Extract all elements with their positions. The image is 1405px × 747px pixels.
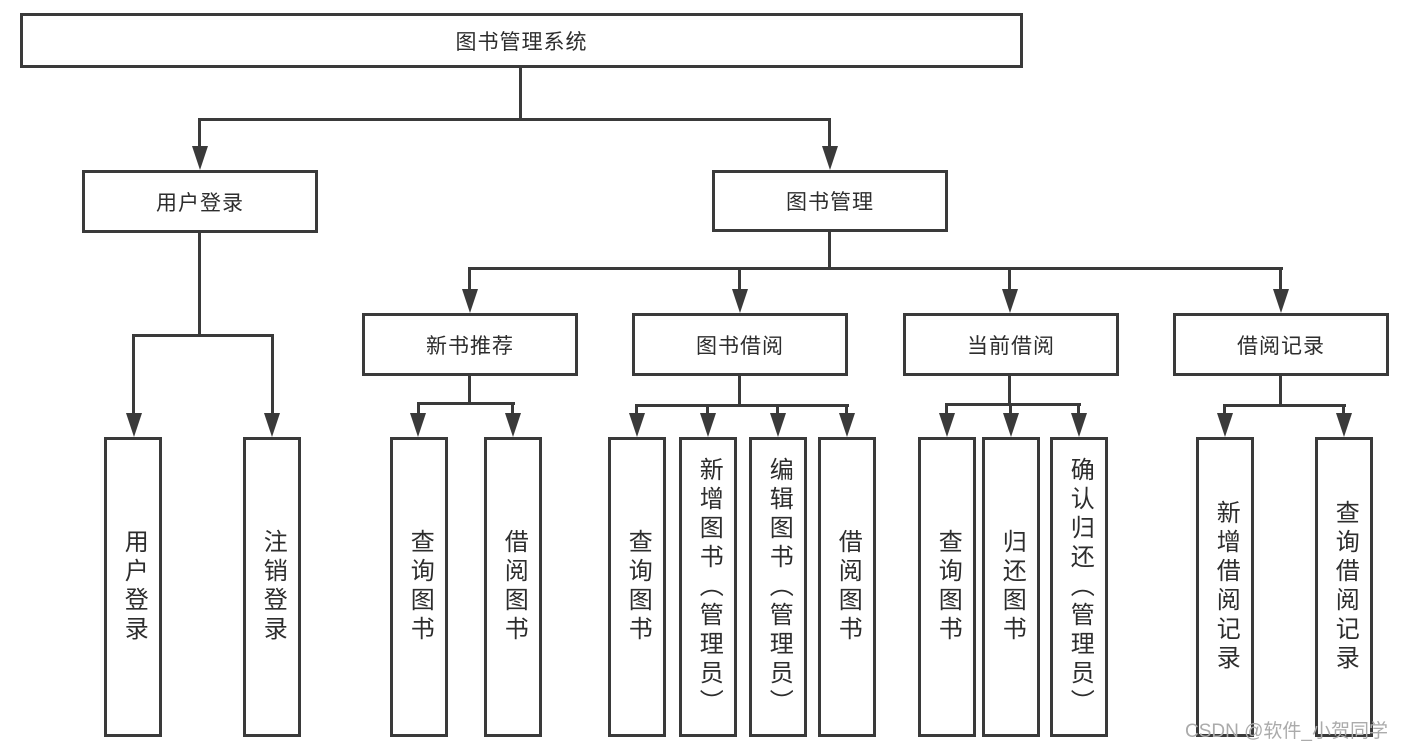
- leaf-edit-book-admin: 编辑图书（管理员）: [749, 437, 807, 737]
- arrowhead-edit-book: [770, 413, 786, 437]
- leaf-confirm-return-admin: 确认归还（管理员）: [1050, 437, 1108, 737]
- connector-stub-query-books-a: [417, 404, 420, 419]
- node-label: 图书管理系统: [455, 30, 588, 54]
- connector-new-book-horizontal: [417, 402, 515, 405]
- connector-stub-borrow-books-a: [511, 404, 514, 419]
- node-label: 用户登录: [156, 191, 244, 215]
- node-current-borrowing: 当前借阅: [903, 313, 1119, 376]
- node-library-management-system: 图书管理系统: [20, 13, 1023, 68]
- connector-current-borrowing-horizontal: [945, 403, 1081, 406]
- node-label: 当前借阅: [967, 334, 1055, 358]
- node-label: 图书借阅: [696, 334, 784, 358]
- connector-stub-edit-book: [776, 406, 779, 419]
- leaf-logout: 注销登录: [243, 437, 301, 737]
- node-label: 借阅记录: [1237, 334, 1325, 358]
- leaf-label: 确认归还（管理员）: [1066, 456, 1094, 718]
- leaf-label: 编辑图书（管理员）: [765, 456, 793, 718]
- node-book-borrowing: 图书借阅: [632, 313, 848, 376]
- arrowhead-query-books-a: [410, 413, 426, 437]
- leaf-label: 归还图书: [998, 529, 1026, 645]
- arrowhead-borrow-books-a: [505, 413, 521, 437]
- arrowhead-book-management: [822, 146, 838, 170]
- connector-stub-user-login: [198, 120, 201, 152]
- leaf-label: 查询图书: [934, 529, 962, 645]
- connector-stub-query-record: [1342, 406, 1345, 419]
- connector-book-borrowing-down: [738, 376, 741, 407]
- leaf-label: 新增借阅记录: [1212, 500, 1240, 674]
- arrowhead-query-books-b: [629, 413, 645, 437]
- arrowhead-user-login: [192, 146, 208, 170]
- connector-stub-borrowing-records: [1279, 268, 1282, 295]
- arrowhead-leaf-logout: [264, 413, 280, 437]
- connector-stub-new-book-recommendation: [468, 268, 471, 295]
- arrowhead-new-book-recommendation: [462, 289, 478, 313]
- leaf-query-books-borrow: 查询图书: [608, 437, 666, 737]
- connector-stub-add-record: [1223, 406, 1226, 419]
- arrowhead-borrow-books-b: [839, 413, 855, 437]
- leaf-label: 查询图书: [406, 529, 434, 645]
- leaf-add-book-admin: 新增图书（管理员）: [679, 437, 737, 737]
- leaf-label: 借阅图书: [834, 529, 862, 645]
- node-new-book-recommendation: 新书推荐: [362, 313, 578, 376]
- connector-stub-return-book: [1009, 405, 1012, 419]
- arrowhead-leaf-user-login: [126, 413, 142, 437]
- connector-stub-add-book: [706, 406, 709, 419]
- leaf-label: 新增图书（管理员）: [695, 456, 723, 718]
- leaf-query-books-new: 查询图书: [390, 437, 448, 737]
- leaf-borrow-books-new: 借阅图书: [484, 437, 542, 737]
- connector-borrowing-records-down: [1279, 376, 1282, 407]
- connector-level1-horizontal: [198, 118, 831, 121]
- arrowhead-query-books-c: [939, 413, 955, 437]
- connector-stub-query-books-b: [635, 406, 638, 419]
- arrowhead-confirm-return: [1071, 413, 1087, 437]
- leaf-user-login: 用户登录: [104, 437, 162, 737]
- connector-current-borrowing-down: [1008, 376, 1011, 406]
- connector-stub-borrow-books-b: [845, 406, 848, 419]
- leaf-label: 查询图书: [624, 529, 652, 645]
- node-borrowing-records: 借阅记录: [1173, 313, 1389, 376]
- node-label: 新书推荐: [426, 334, 514, 358]
- node-user-login: 用户登录: [82, 170, 318, 233]
- arrowhead-current-borrowing: [1002, 289, 1018, 313]
- leaf-query-borrow-record: 查询借阅记录: [1315, 437, 1373, 737]
- connector-stub-book-management: [828, 120, 831, 152]
- leaf-borrow-books-borrow: 借阅图书: [818, 437, 876, 737]
- arrowhead-query-record: [1336, 413, 1352, 437]
- leaf-add-borrow-record: 新增借阅记录: [1196, 437, 1254, 737]
- leaf-label: 用户登录: [120, 529, 148, 645]
- leaf-return-book: 归还图书: [982, 437, 1040, 737]
- connector-user-login-horizontal: [132, 334, 274, 337]
- node-book-management: 图书管理: [712, 170, 948, 232]
- csdn-watermark: CSDN @软件_小贺同学: [1185, 721, 1388, 742]
- connector-stub-leaf-user-login: [132, 335, 135, 419]
- connector-level2-horizontal: [468, 267, 1283, 270]
- leaf-query-books-current: 查询图书: [918, 437, 976, 737]
- leaf-label: 借阅图书: [500, 529, 528, 645]
- connector-root-down: [519, 68, 522, 121]
- arrowhead-book-borrowing: [732, 289, 748, 313]
- arrowhead-add-record: [1217, 413, 1233, 437]
- node-label: 图书管理: [786, 191, 874, 214]
- connector-new-book-down: [468, 376, 471, 405]
- leaf-label: 注销登录: [259, 529, 287, 645]
- connector-stub-leaf-logout: [271, 335, 274, 419]
- connector-stub-confirm-return: [1077, 405, 1080, 419]
- arrowhead-borrowing-records: [1273, 289, 1289, 313]
- arrowhead-return-book: [1003, 413, 1019, 437]
- connector-stub-query-books-c: [945, 405, 948, 419]
- leaf-label: 查询借阅记录: [1331, 500, 1359, 674]
- connector-user-login-down: [198, 233, 201, 336]
- connector-stub-book-borrowing: [738, 268, 741, 295]
- connector-book-borrowing-horizontal: [635, 404, 849, 407]
- arrowhead-add-book: [700, 413, 716, 437]
- connector-stub-current-borrowing: [1008, 268, 1011, 295]
- connector-borrowing-records-horizontal: [1223, 404, 1346, 407]
- connector-book-management-down: [828, 232, 831, 269]
